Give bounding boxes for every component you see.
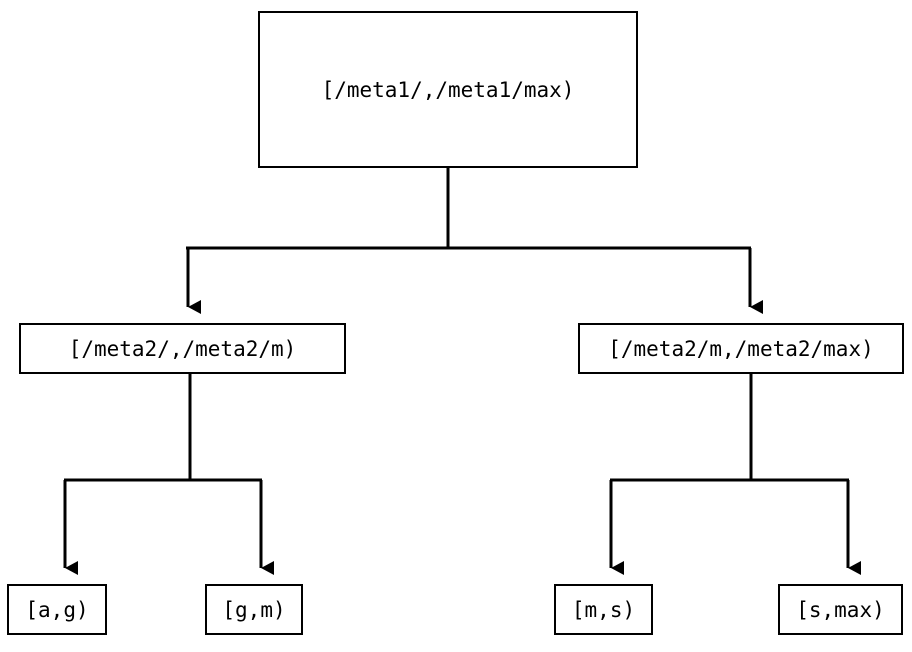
tree-node-root-label: [/meta1/,/meta1/max) <box>321 77 575 102</box>
tree-leaf-node-label: [g,m) <box>222 597 286 622</box>
tree-leaf-node-label: [m,s) <box>571 597 636 622</box>
tree-leaf-node[interactable]: [s,max) <box>778 584 903 635</box>
tree-node-mid-left[interactable]: [/meta2/,/meta2/m) <box>19 323 346 374</box>
tree-node-root[interactable]: [/meta1/,/meta1/max) <box>258 11 638 168</box>
edge-root-to-level1 <box>186 168 763 314</box>
tree-leaf-node[interactable]: [m,s) <box>554 584 653 635</box>
edge-mid-right-to-leaves <box>609 374 861 575</box>
tree-leaf-node[interactable]: [a,g) <box>7 584 107 635</box>
tree-node-mid-right[interactable]: [/meta2/m,/meta2/max) <box>578 323 904 374</box>
edge-mid-left-to-leaves <box>63 374 274 575</box>
tree-node-mid-left-label: [/meta2/,/meta2/m) <box>68 336 297 361</box>
tree-leaf-node-label: [s,max) <box>796 597 885 622</box>
tree-leaf-node[interactable]: [g,m) <box>205 584 303 635</box>
tree-leaf-node-label: [a,g) <box>25 597 89 622</box>
tree-node-mid-right-label: [/meta2/m,/meta2/max) <box>608 336 874 361</box>
